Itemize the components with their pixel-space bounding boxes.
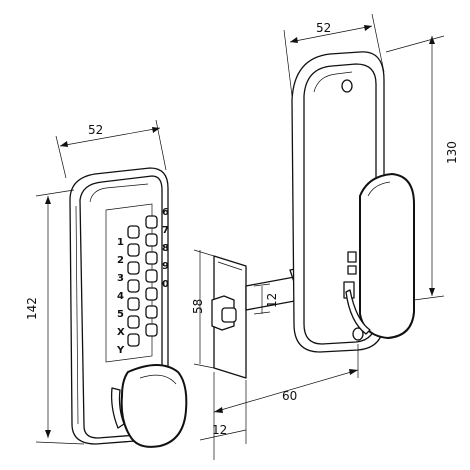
key-button[interactable]: [127, 279, 140, 293]
dim-back-height: 130: [445, 141, 459, 164]
key-label: 0: [162, 279, 169, 290]
dim-latch-height: 58: [191, 299, 205, 314]
key-label: 3: [117, 273, 124, 284]
dimension-lines: [35, 13, 445, 460]
dim-backset: 60: [282, 389, 297, 403]
key-label: X: [117, 327, 125, 338]
key-button[interactable]: [145, 215, 158, 229]
front-keypad-unit: [69, 167, 188, 448]
dim-latch-offset: 12: [212, 423, 227, 437]
key-button[interactable]: [127, 261, 140, 275]
key-button[interactable]: [145, 323, 158, 337]
dim-spindle: 12: [265, 293, 279, 308]
keypad-right-column: 6 7 8 9 0: [145, 207, 169, 337]
key-label: 7: [162, 225, 169, 236]
screw-hole: [352, 327, 364, 341]
key-label: 8: [162, 243, 169, 254]
screw-hole: [341, 79, 353, 93]
key-label: 2: [117, 255, 124, 266]
key-button[interactable]: [127, 315, 140, 329]
key-label: 4: [117, 291, 124, 302]
key-label: 9: [162, 261, 169, 272]
key-button[interactable]: [127, 333, 140, 347]
dim-back-width: 52: [316, 21, 331, 35]
dim-front-height: 142: [25, 297, 39, 320]
key-button[interactable]: [145, 233, 158, 247]
dim-front-width: 52: [88, 123, 103, 137]
key-button[interactable]: [145, 287, 158, 301]
keypad-left-column: 1 2 3 4 5 X Y: [116, 225, 140, 356]
key-button[interactable]: [145, 305, 158, 319]
key-label: Y: [116, 345, 125, 356]
key-label: 5: [117, 309, 124, 320]
key-button[interactable]: [127, 225, 140, 239]
key-button[interactable]: [145, 251, 158, 265]
key-button[interactable]: [127, 243, 140, 257]
key-button[interactable]: [145, 269, 158, 283]
key-button[interactable]: [127, 297, 140, 311]
back-handle-unit: [291, 51, 415, 353]
key-label: 6: [162, 207, 169, 218]
key-label: 1: [117, 237, 124, 248]
